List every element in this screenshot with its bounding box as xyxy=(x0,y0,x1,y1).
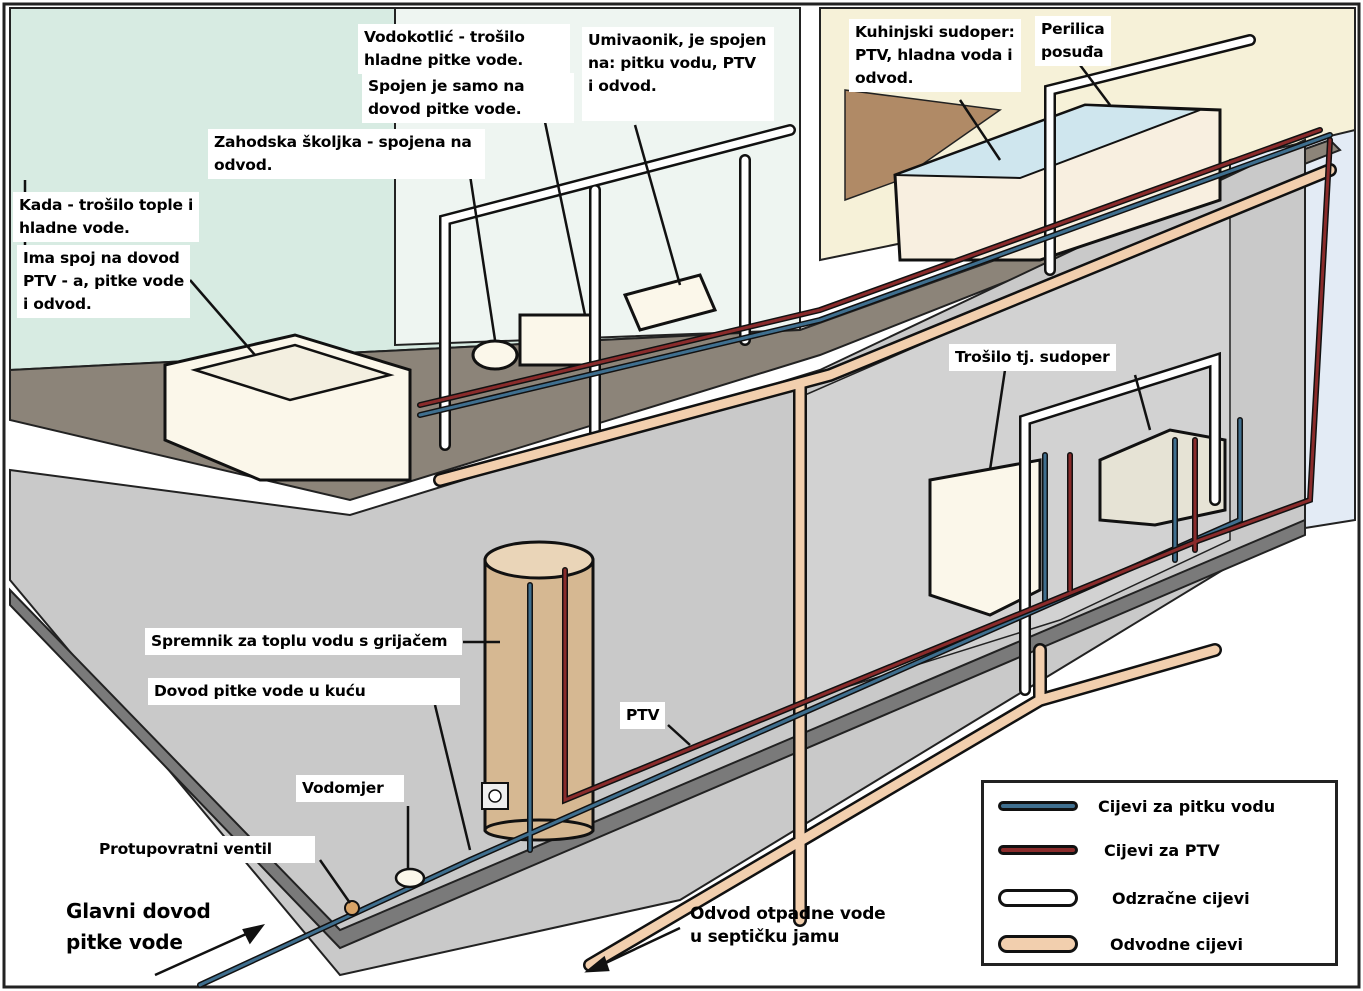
label-kuhinjski-sudoper: Kuhinjski sudoper: PTV, hladna voda i od… xyxy=(849,19,1021,92)
label-odvod-otpadne: Odvod otpadne vode u septičku jamu xyxy=(690,904,886,947)
label-trosilo-sudoper: Trošilo tj. sudoper xyxy=(949,344,1116,371)
legend: Cijevi za pitku vodu Cijevi za PTV Odzra… xyxy=(981,780,1338,966)
label-ptv: PTV xyxy=(620,702,666,729)
label-vodokotlic-spoj: Spojen je samo na dovod pitke vode. xyxy=(362,73,574,123)
label-glavni-dovod: Glavni dovod pitke vode xyxy=(66,899,211,954)
label-vodokotlic: Vodokotlić - trošilo hladne pitke vode. xyxy=(358,24,570,74)
legend-label: Odzračne cijevi xyxy=(1112,888,1250,908)
hot-water-pipe-icon xyxy=(998,845,1078,855)
legend-row-vent: Odzračne cijevi xyxy=(998,885,1250,911)
toilet-bowl xyxy=(471,339,519,371)
legend-label: Cijevi za PTV xyxy=(1104,840,1220,860)
drain-pipe-icon xyxy=(998,935,1078,953)
washbasin xyxy=(622,273,718,332)
outflow-arrow xyxy=(584,926,681,973)
legend-label: Cijevi za pitku vodu xyxy=(1098,796,1276,816)
bathtub-inside xyxy=(190,343,395,402)
floor-edge xyxy=(9,518,1306,950)
label-protupovratni: Protupovratni ventil xyxy=(93,836,315,863)
label-dovod-kucu: Dovod pitke vode u kuću xyxy=(148,678,460,705)
water-heater xyxy=(481,540,595,842)
label-spremnik: Spremnik za toplu vodu s grijačem xyxy=(145,628,462,655)
label-kada-spoj: Ima spoj na dovod PTV - a, pitke vode i … xyxy=(17,245,191,318)
inflow-arrow xyxy=(154,924,266,977)
legend-row-potable: Cijevi za pitku vodu xyxy=(998,793,1275,819)
label-umivaonik: Umivaonik, je spojen na: pitku vodu, PTV… xyxy=(582,27,774,121)
toilet-tank xyxy=(518,313,597,367)
label-zahodska: Zahodska školjka - spojena na odvod. xyxy=(208,129,485,179)
potable-water-pipe-icon xyxy=(998,801,1078,811)
water-meter xyxy=(394,867,426,889)
legend-label: Odvodne cijevi xyxy=(1110,934,1243,954)
leader-lines xyxy=(23,64,1152,904)
label-kada: Kada - trošilo tople i hladne vode. xyxy=(13,192,200,242)
check-valve xyxy=(344,900,360,916)
label-perilica-posuda: Perilica posuđa xyxy=(1035,16,1111,66)
legend-row-drain: Odvodne cijevi xyxy=(998,931,1243,957)
legend-row-hot-water: Cijevi za PTV xyxy=(998,837,1220,863)
label-vodomjer: Vodomjer xyxy=(296,775,404,802)
vent-pipe-icon xyxy=(998,889,1078,907)
